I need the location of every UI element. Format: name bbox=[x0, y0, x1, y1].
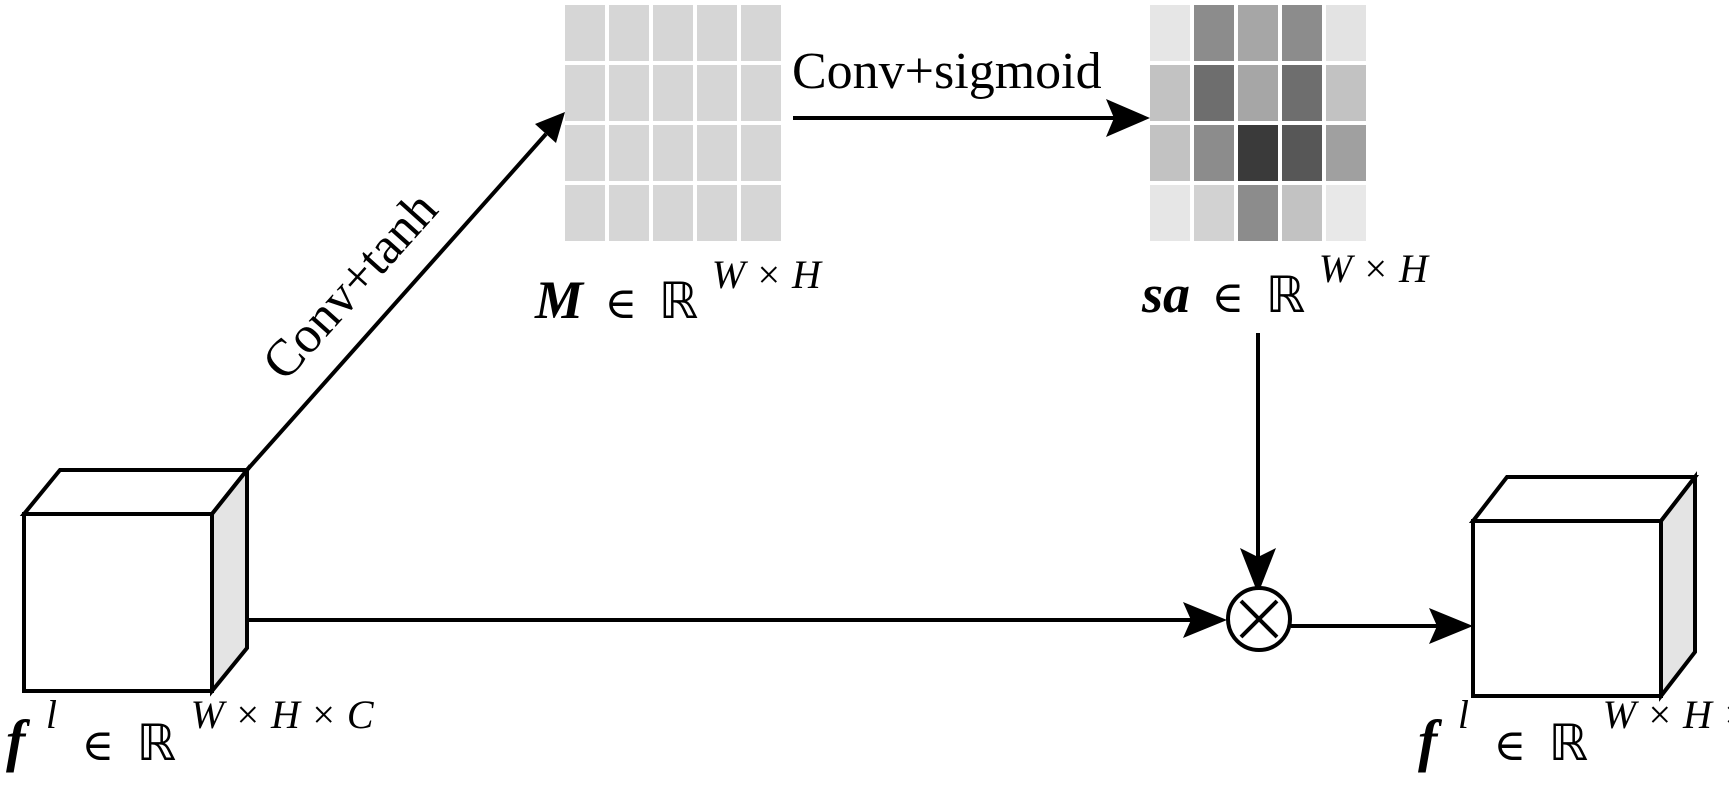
map-m-symbol: M bbox=[534, 270, 585, 330]
map-m-cell-r3-c4 bbox=[697, 125, 737, 181]
sa-cell-r3-c4 bbox=[1282, 125, 1322, 181]
map-m-cell-r4-c1 bbox=[565, 185, 605, 241]
multiply-to-output-arrow bbox=[1291, 608, 1473, 644]
sa-cell-r4-c5 bbox=[1326, 185, 1366, 241]
map-m-cell-r2-c5 bbox=[741, 65, 781, 121]
map-m-cell-r4-c2 bbox=[609, 185, 649, 241]
map-m-dims: W × H bbox=[712, 252, 823, 297]
map-m-cell-r4-c3 bbox=[653, 185, 693, 241]
output-feature-symbol: f bbox=[1418, 708, 1443, 773]
sa-cell-r2-c4 bbox=[1282, 65, 1322, 121]
output-feature-superscript: l bbox=[1458, 692, 1469, 737]
sa-cell-r3-c2 bbox=[1194, 125, 1234, 181]
sa-cell-r1-c2 bbox=[1194, 5, 1234, 61]
map-m-cell-r2-c1 bbox=[565, 65, 605, 121]
output-feature-space: ℝ bbox=[1549, 714, 1589, 772]
input-feature-dims: W × H × C bbox=[191, 692, 375, 737]
map-m-cell-r2-c3 bbox=[653, 65, 693, 121]
sa-cell-r4-c4 bbox=[1282, 185, 1322, 241]
sa-cell-r1-c3 bbox=[1238, 5, 1278, 61]
sa-cell-r1-c5 bbox=[1326, 5, 1366, 61]
map-m-cell-r2-c4 bbox=[697, 65, 737, 121]
conv-sigmoid-arrow bbox=[793, 99, 1150, 137]
map-m-cell-r3-c5 bbox=[741, 125, 781, 181]
conv-tanh-label: Conv+tanh bbox=[252, 181, 449, 391]
conv-sigmoid-label: Conv+sigmoid bbox=[792, 43, 1102, 100]
sa-cell-r2-c1 bbox=[1150, 65, 1190, 121]
sa-cell-r4-c1 bbox=[1150, 185, 1190, 241]
output-feature-element-of: ∈ bbox=[1493, 721, 1526, 770]
sa-element-of: ∈ bbox=[1212, 273, 1245, 322]
sa-cell-r2-c3 bbox=[1238, 65, 1278, 121]
map-m-cell-r4-c5 bbox=[741, 185, 781, 241]
map-m-cell-r3-c1 bbox=[565, 125, 605, 181]
map-m-cell-r1-c4 bbox=[697, 5, 737, 61]
sa-label: sa ∈ ℝ W × H bbox=[1141, 246, 1430, 324]
input-feature-symbol: f bbox=[6, 708, 31, 773]
map-m-label: M ∈ ℝ W × H bbox=[534, 252, 823, 330]
map-m-cell-r1-c1 bbox=[565, 5, 605, 61]
sa-symbol: sa bbox=[1141, 264, 1190, 324]
output-feature-cube bbox=[1468, 471, 1700, 702]
sa-cell-r3-c1 bbox=[1150, 125, 1190, 181]
multiply-operator bbox=[1226, 586, 1292, 652]
map-m-element-of: ∈ bbox=[605, 279, 638, 328]
sa-cell-r1-c4 bbox=[1282, 5, 1322, 61]
skip-connection-arrow bbox=[247, 602, 1227, 638]
input-feature-label: f l ∈ ℝ W × H × C bbox=[6, 676, 375, 773]
output-feature-dims: W × H × C bbox=[1603, 692, 1729, 737]
map-m-cell-r1-c5 bbox=[741, 5, 781, 61]
map-m-cell-r2-c2 bbox=[609, 65, 649, 121]
map-m-cell-r1-c3 bbox=[653, 5, 693, 61]
sa-cell-r2-c5 bbox=[1326, 65, 1366, 121]
sa-cell-r4-c2 bbox=[1194, 185, 1234, 241]
sa-space: ℝ bbox=[1266, 266, 1306, 324]
input-feature-element-of: ∈ bbox=[81, 721, 114, 770]
sa-cell-r3-c5 bbox=[1326, 125, 1366, 181]
sa-cell-r4-c3 bbox=[1238, 185, 1278, 241]
map-m-cell-r3-c2 bbox=[609, 125, 649, 181]
input-feature-superscript: l bbox=[46, 692, 57, 737]
map-m-space: ℝ bbox=[659, 272, 699, 330]
conv-tanh-arrow bbox=[245, 112, 565, 472]
input-feature-space: ℝ bbox=[137, 714, 177, 772]
output-feature-label: f l ∈ ℝ W × H × C bbox=[1418, 676, 1729, 773]
map-m-cell-r3-c3 bbox=[653, 125, 693, 181]
spatial-attention-map-grid bbox=[1150, 5, 1366, 241]
feature-map-m-grid bbox=[565, 5, 781, 241]
map-m-cell-r1-c2 bbox=[609, 5, 649, 61]
sa-cell-r1-c1 bbox=[1150, 5, 1190, 61]
sa-to-multiply-arrow bbox=[1240, 333, 1276, 594]
map-m-cell-r4-c4 bbox=[697, 185, 737, 241]
sa-cell-r3-c3 bbox=[1238, 125, 1278, 181]
sa-cell-r2-c2 bbox=[1194, 65, 1234, 121]
input-feature-cube bbox=[19, 464, 252, 697]
sa-dims: W × H bbox=[1319, 246, 1430, 291]
